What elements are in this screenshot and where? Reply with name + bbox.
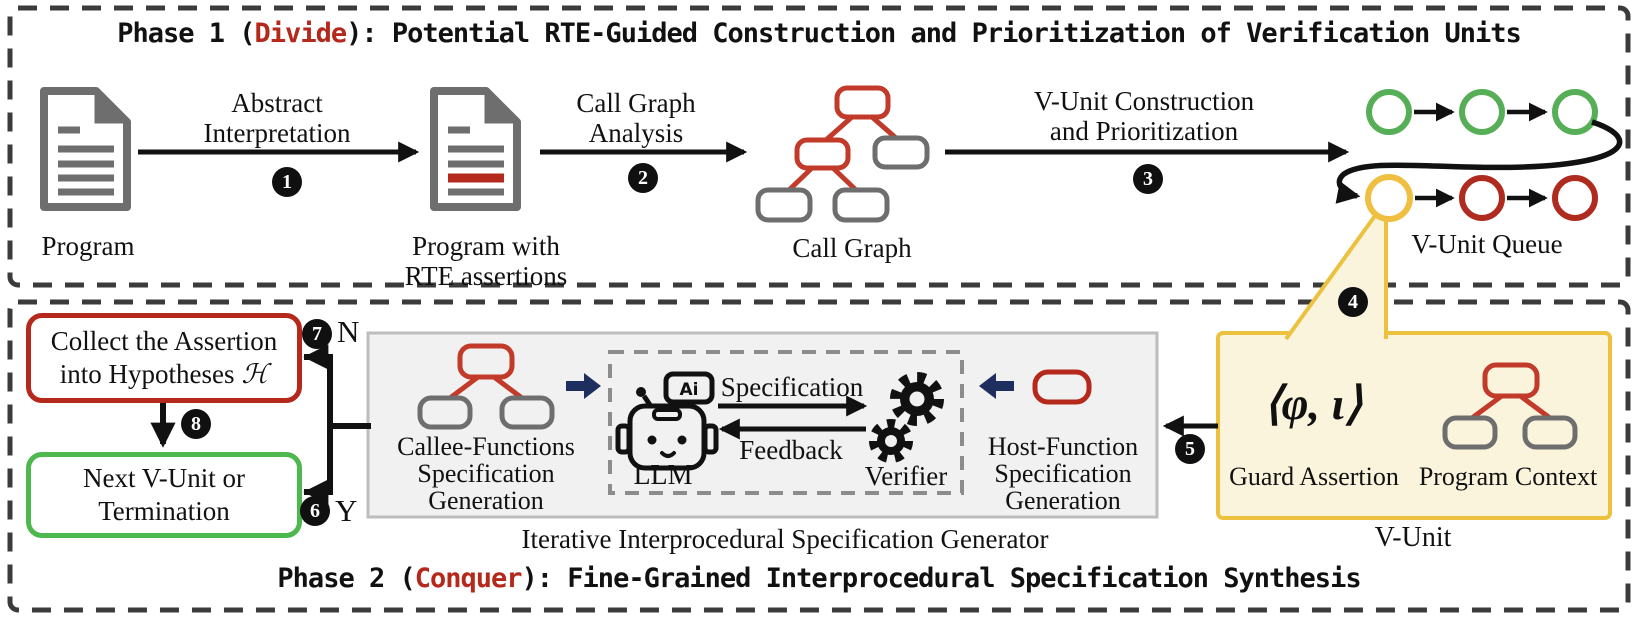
callee-tree-icon: [417, 343, 555, 430]
verifier-label: Verifier: [864, 461, 948, 491]
step3-label-line1: V-Unit Construction: [1033, 86, 1255, 116]
badge-step8: 8: [181, 409, 211, 439]
host-label-line3: Generation: [1005, 486, 1121, 515]
llm-label: LLM: [633, 460, 693, 491]
navy-arrow-right-icon: [566, 373, 601, 399]
badge-step6: 6: [300, 496, 330, 526]
badge-step2: 2: [628, 163, 658, 193]
program-rte-label: Program with RTE assertions: [405, 231, 568, 291]
next-box-line2: Termination: [98, 496, 230, 526]
collect-box-line1: Collect the Assertion: [50, 326, 278, 356]
ai-speech-bubble: Ai: [663, 371, 715, 410]
specification-arrow-label: Specification: [720, 372, 864, 402]
host-label-line2: Specification: [994, 459, 1132, 488]
ai-badge-text: Ai: [680, 380, 699, 400]
vunit-caption: V-Unit: [1374, 522, 1452, 553]
phase1-frame: [7, 5, 1631, 288]
badge-step4: 4: [1338, 287, 1368, 317]
badge-step3: 3: [1133, 164, 1163, 194]
step2-label-line2: Analysis: [588, 118, 684, 148]
host-label-line1: Host-Function: [987, 432, 1139, 461]
program-context-label: Program Context: [1418, 462, 1598, 491]
call-graph-icon: [755, 85, 930, 223]
branch-no-label: N: [337, 314, 360, 349]
branch-bracket: [303, 344, 371, 505]
step3-arrow-label: V-Unit Construction and Prioritization: [1034, 86, 1254, 146]
program-label: Program: [41, 231, 135, 261]
step2-label-line1: Call Graph: [576, 88, 696, 118]
phase1-title-prefix: Phase 1 (: [117, 18, 255, 49]
context-tree-icon: [1442, 362, 1578, 450]
step1-arrow-label: Abstract Interpretation: [204, 88, 351, 148]
rte-doc-icon: [430, 87, 521, 211]
call-graph-label: Call Graph: [792, 233, 912, 263]
phase2-title-prefix: Phase 2 (: [277, 563, 415, 594]
guard-assertion-label: Guard Assertion: [1229, 462, 1399, 491]
vunit-queue-icon: [1335, 89, 1623, 222]
step2-arrow-label: Call Graph Analysis: [576, 88, 695, 148]
phase1-title-suffix: ): Potential RTE-Guided Construction and…: [346, 18, 1522, 49]
callee-spec-label: Callee-Functions Specification Generatio…: [397, 433, 575, 514]
badge-step7: 7: [302, 319, 332, 349]
hypotheses-symbol: ℋ: [241, 359, 269, 389]
step3-label-line2: and Prioritization: [1049, 116, 1239, 146]
branch-yes-label: Y: [335, 493, 358, 528]
robot-llm-icon: Ai: [615, 371, 719, 471]
phase2-title: Phase 2 (Conquer): Fine-Grained Interpro…: [0, 563, 1638, 594]
funnel-callout: [1284, 211, 1388, 341]
program-rte-label-line2: RTE assertions: [404, 261, 568, 291]
program-doc-icon: [40, 87, 131, 211]
badge-step1: 1: [272, 167, 302, 197]
generator-caption: Iterative Interprocedural Specification …: [521, 524, 1049, 554]
phase1-title: Phase 1 (Divide): Potential RTE-Guided C…: [0, 18, 1638, 49]
phase2-title-suffix: ): Fine-Grained Interprocedural Specific…: [521, 563, 1362, 594]
badge-step5: 5: [1175, 434, 1205, 464]
phase2-title-keyword: Conquer: [414, 563, 523, 594]
feedback-arrow-label: Feedback: [739, 435, 843, 465]
callee-label-line2: Specification: [417, 459, 555, 488]
host-spec-label: Host-Function Specification Generation: [988, 433, 1138, 514]
collect-box-line2-text: into Hypotheses: [59, 359, 235, 389]
guard-assertion-math: ⟨φ, ι⟩: [1263, 378, 1363, 429]
host-function-node-icon: [1032, 369, 1092, 405]
next-vunit-box: Next V-Unit or Termination: [26, 452, 302, 538]
phase1-title-keyword: Divide: [254, 18, 348, 49]
gears-verifier-icon: [869, 372, 944, 463]
navy-arrow-left-icon: [979, 373, 1014, 399]
callee-label-line3: Generation: [428, 486, 544, 515]
callee-label-line1: Callee-Functions: [397, 432, 575, 461]
llm-verifier-loop-box: [608, 350, 964, 495]
program-rte-label-line1: Program with: [412, 231, 560, 261]
next-box-line1: Next V-Unit or: [83, 463, 245, 493]
vunit-queue-label: V-Unit Queue: [1411, 229, 1563, 259]
step1-label-line1: Abstract: [231, 88, 323, 118]
phase2-frame: [7, 299, 1631, 613]
spec-feedback-arrows: [718, 395, 868, 440]
step1-label-line2: Interpretation: [203, 118, 351, 148]
